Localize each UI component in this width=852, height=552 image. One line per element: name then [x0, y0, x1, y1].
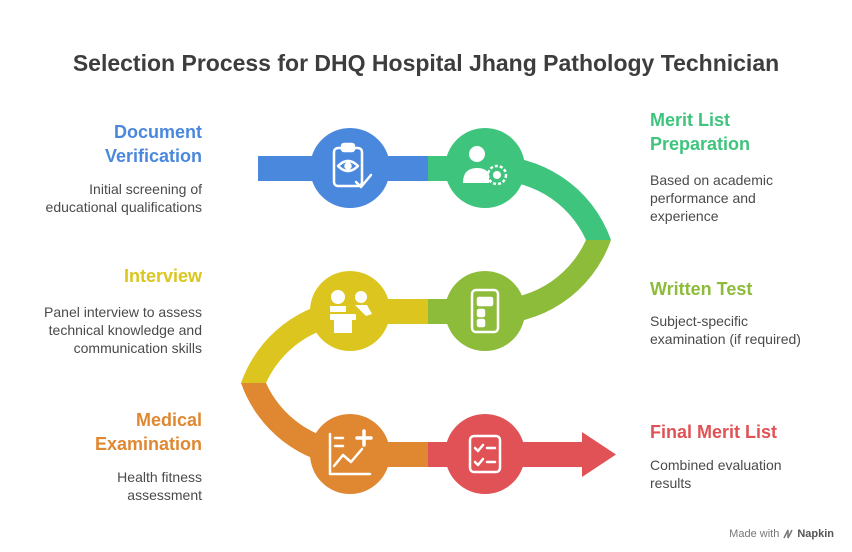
step-desc-final-merit-list: Combined evaluation results — [650, 457, 782, 491]
page-title: Selection Process for DHQ Hospital Jhang… — [72, 50, 780, 76]
step-desc-medical-examination: Health fitness assessment — [117, 469, 202, 503]
arrow-head — [582, 432, 616, 477]
person-badge-icon — [463, 146, 508, 186]
step-desc-document-verification: Initial screening of educational qualifi… — [45, 181, 202, 215]
step-desc-written-test: Subject-specific examination (if require… — [650, 313, 801, 347]
step-title-medical-examination: Medical Examination — [94, 410, 202, 454]
step-circle-medical-examination — [310, 414, 390, 494]
step-title-document-verification: Document Verification — [104, 122, 202, 166]
step-title-written-test: Written Test — [650, 279, 753, 299]
footer-prefix: Made with — [729, 528, 780, 540]
test-form-icon — [470, 288, 500, 334]
step-title-interview: Interview — [123, 266, 202, 286]
step-title-final-merit-list: Final Merit List — [650, 422, 778, 442]
step-title-merit-list-preparation: Merit List Preparation — [650, 110, 751, 154]
step-desc-interview: Panel interview to assess technical know… — [44, 304, 202, 356]
footer-brand: Napkin — [797, 528, 834, 540]
step-circle-merit-list-preparation — [445, 128, 525, 208]
step-circle-interview — [310, 271, 390, 351]
clipboard-eye-icon — [332, 142, 373, 189]
interview-podium-icon — [330, 290, 372, 333]
health-chart-icon — [328, 429, 373, 476]
footer-watermark: Made with Napkin — [729, 528, 834, 540]
checklist-icon — [468, 434, 502, 474]
napkin-logo-icon — [783, 529, 793, 539]
step-circle-final-merit-list — [445, 414, 525, 494]
step-desc-merit-list-preparation: Based on academic performance and experi… — [650, 172, 773, 224]
